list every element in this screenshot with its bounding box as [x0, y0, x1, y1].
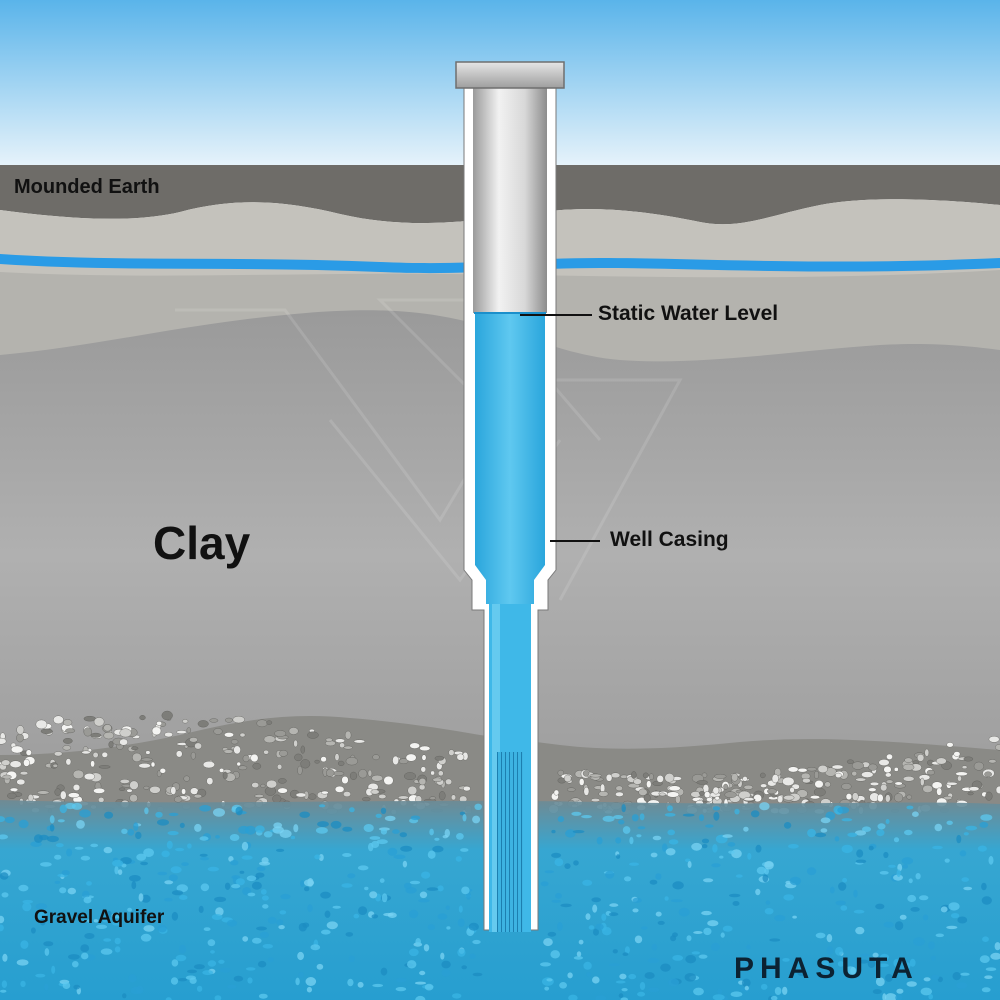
- well-casing-label: Well Casing: [610, 528, 729, 551]
- casing-air-column: [473, 88, 547, 313]
- gravel-stones: [0, 710, 1000, 815]
- mounded-earth-label: Mounded Earth: [14, 176, 160, 198]
- well-cap: [455, 61, 565, 89]
- casing-water: [475, 313, 545, 604]
- clay-label: Clay: [153, 517, 251, 569]
- brand-logo: PHASUTA: [734, 952, 919, 985]
- well: [455, 61, 565, 932]
- gravel-aquifer-label: Gravel Aquifer: [34, 907, 165, 928]
- well-screen: [497, 752, 523, 932]
- aquifer-stones: [0, 802, 1000, 1000]
- static-water-level-label: Static Water Level: [598, 302, 779, 325]
